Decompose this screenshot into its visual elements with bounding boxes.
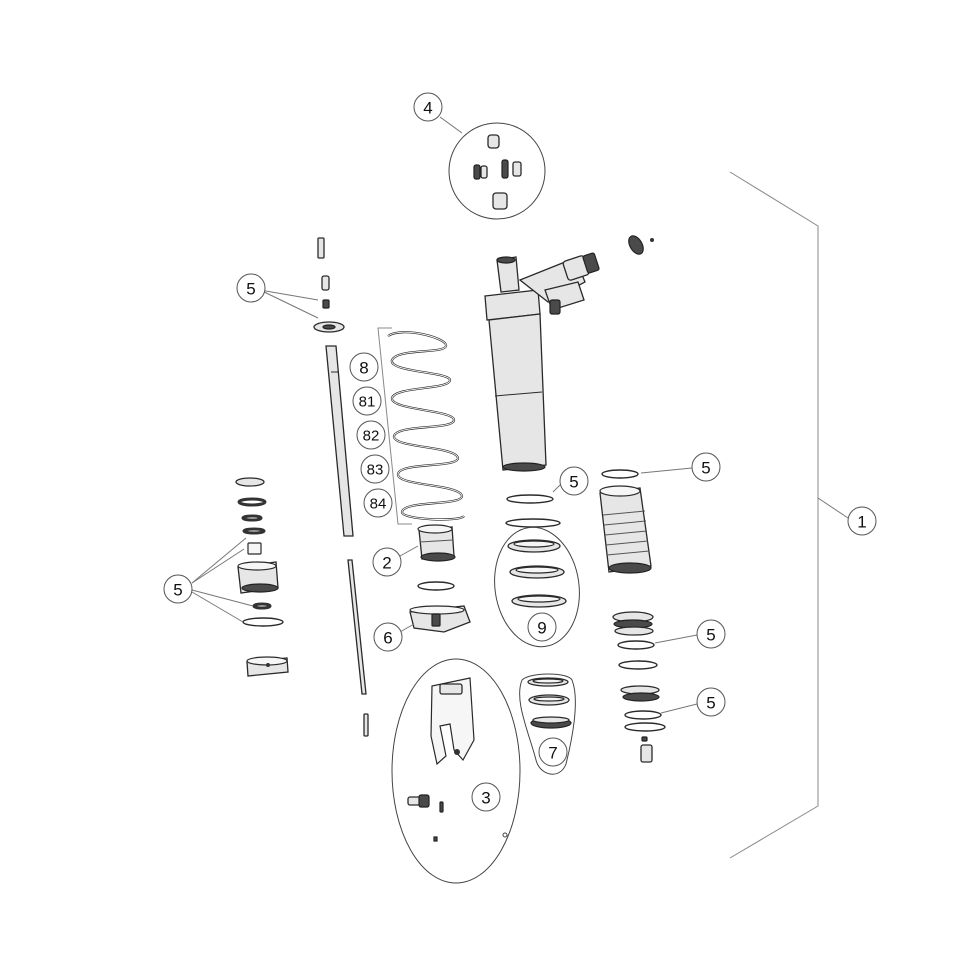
seal-rings [505,467,693,528]
callout-81: 81 [352,386,382,416]
callout-83: 83 [360,454,390,484]
callout-5-ring: 5 [559,466,589,496]
callout-3: 3 [471,782,501,812]
callout-5-ring-label: 5 [569,473,578,492]
spring-seat [399,605,471,633]
callout-2-label: 2 [382,554,391,573]
callout-9: 9 [527,612,557,642]
callout-7: 7 [538,737,568,767]
bump-stop [399,524,456,591]
callout-5-low-right-label: 5 [706,694,715,713]
callout-6: 6 [373,622,403,652]
callout-81-label: 81 [359,394,376,411]
callout-3-label: 3 [481,789,490,808]
callout-5-mid-right: 5 [696,619,726,649]
coil-spring [377,327,465,525]
shock-body [484,235,654,472]
shaft-assembly [259,237,369,737]
callout-5-left-label: 5 [173,581,182,600]
callout-8-label: 8 [359,359,368,378]
callout-2: 2 [372,547,402,577]
callout-1-label: 1 [857,513,866,532]
callout-4-label: 4 [423,99,432,118]
callout-5-top-right-label: 5 [701,459,710,478]
assembly-bracket [729,171,849,859]
callout-5-shaft: 5 [236,273,266,303]
callout-9-label: 9 [537,619,546,638]
callout-5-mid-right-label: 5 [706,626,715,645]
clip-kit-group [494,526,580,648]
callout-82-label: 82 [363,428,380,445]
callout-5-left: 5 [163,574,193,604]
callout-82: 82 [356,420,386,450]
right-seal-stack [612,611,698,763]
callout-4: 4 [413,92,443,122]
callout-1: 1 [847,506,877,536]
left-seal-stack [191,477,289,677]
callout-84: 84 [363,488,393,518]
bushing-kit-group [519,673,576,775]
eyelet-kit-group [391,658,521,884]
callout-7-label: 7 [548,744,557,763]
callout-84-label: 84 [370,496,387,513]
hardware-kit-group [439,116,546,220]
callout-5-shaft-label: 5 [246,280,255,299]
callout-6-label: 6 [383,629,392,648]
callout-5-top-right: 5 [691,452,721,482]
callout-5-low-right: 5 [696,687,726,717]
callout-8: 8 [349,352,379,382]
callout-83-label: 83 [367,462,384,479]
reservoir-bellows [599,485,652,574]
